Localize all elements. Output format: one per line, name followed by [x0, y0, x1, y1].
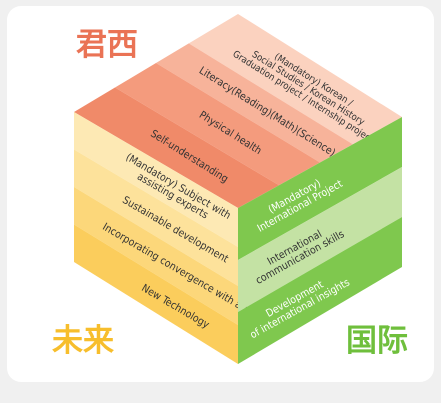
right-band-3 — [238, 217, 402, 364]
right-face: (Mandatory)International ProjectInternat… — [238, 117, 402, 364]
top-band-4 — [74, 87, 279, 208]
right-band-2 — [238, 167, 402, 312]
top-band-1 — [188, 14, 402, 145]
label-top-left: 君西 — [76, 27, 138, 63]
label-bottom-right: 国际 — [346, 323, 408, 359]
right-band-1 — [238, 117, 402, 260]
left-band-3 — [74, 187, 238, 325]
top-band-2 — [156, 43, 353, 163]
top-band-3 — [115, 63, 320, 186]
label-bottom-left: 未来 — [52, 323, 114, 359]
left-band-1 — [74, 112, 238, 247]
left-band-4 — [74, 224, 238, 364]
left-band-2 — [74, 149, 238, 286]
